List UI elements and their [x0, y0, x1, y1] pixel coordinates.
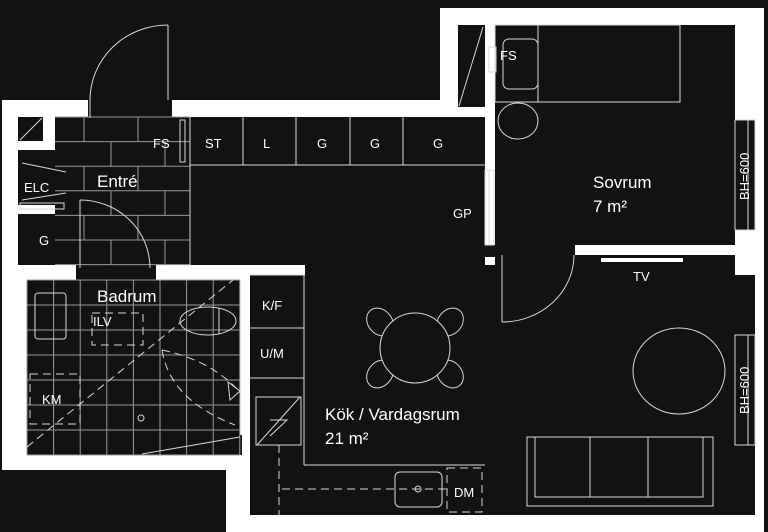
- label-bh-top: BH=600: [737, 153, 752, 200]
- labels: FS ST L G G G Entré ELC G Badrum ILV KM …: [24, 48, 752, 500]
- storage-row: [190, 117, 485, 265]
- fs-door-bed: [488, 46, 497, 73]
- label-g: G: [433, 136, 443, 151]
- room-area-sovrum: 7 m²: [593, 197, 627, 216]
- fs-door-entry: [179, 119, 186, 163]
- dining-table: [366, 307, 464, 389]
- label-fs-entry: FS: [153, 136, 170, 151]
- closet-diagonal: [458, 26, 484, 107]
- label-g: G: [317, 136, 327, 151]
- entry-door[interactable]: [89, 24, 169, 118]
- label-um: U/M: [260, 346, 284, 361]
- sofa: [526, 436, 714, 507]
- window-living-frame: [734, 334, 756, 446]
- elc-shelf: [19, 202, 65, 210]
- label-st: ST: [205, 136, 222, 151]
- room-area-kok: 21 m²: [325, 429, 369, 448]
- label-gp: GP: [453, 206, 472, 221]
- room-name-kok: Kök / Vardagsrum: [325, 405, 460, 424]
- label-dm: DM: [454, 485, 474, 500]
- elc-hatch: [21, 162, 67, 173]
- bedroom-door[interactable]: [501, 254, 575, 323]
- storage-dividers: [189, 117, 485, 265]
- label-l: L: [263, 136, 270, 151]
- window-bedroom-frame: [734, 119, 756, 231]
- window-gp: [484, 169, 495, 246]
- label-g-entry: G: [39, 233, 49, 248]
- coffee-table: [632, 327, 726, 415]
- bath-door-opening: [76, 265, 156, 281]
- elc-area: [18, 150, 68, 205]
- window-living: [735, 335, 755, 445]
- label-elc: ELC: [24, 180, 49, 195]
- label-kf: K/F: [262, 298, 282, 313]
- closet-diagonal: [19, 117, 43, 141]
- bed: [494, 24, 681, 103]
- label-fs-bed: FS: [500, 48, 517, 63]
- room-vardagsrum: [495, 255, 735, 515]
- bathroom-fixtures: [26, 279, 241, 455]
- label-g: G: [370, 136, 380, 151]
- room-name-sovrum: Sovrum: [593, 173, 652, 192]
- label-km: KM: [42, 392, 62, 407]
- elc-hatch: [21, 192, 67, 201]
- label-tv: TV: [633, 269, 650, 284]
- kitchen-counter: [250, 274, 485, 515]
- room-sovrum: [495, 25, 735, 245]
- label-bh-bottom: BH=600: [737, 367, 752, 414]
- room-name-badrum: Badrum: [97, 287, 157, 306]
- nightstand: [497, 102, 539, 140]
- window-bedroom: [735, 120, 755, 230]
- entry-door-opening: [88, 100, 172, 118]
- bathroom-door[interactable]: [79, 199, 151, 269]
- room-name-entre: Entré: [97, 172, 138, 191]
- tv-unit: [601, 258, 683, 262]
- label-ilv: ILV: [93, 314, 112, 329]
